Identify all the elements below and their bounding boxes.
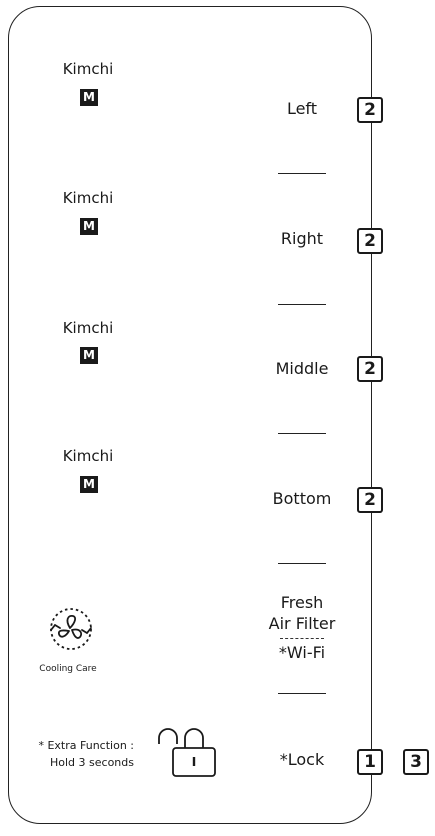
cooling-care-label: Cooling Care — [39, 664, 97, 674]
lock-button[interactable] — [152, 726, 222, 782]
extra-function-note-line2: Hold 3 seconds — [50, 756, 134, 769]
zone-left-mode-label: Kimchi — [62, 60, 114, 78]
divider — [278, 304, 326, 305]
lock-indicator-1: 1 — [357, 749, 383, 775]
divider — [278, 173, 326, 174]
zone-bottom-button[interactable]: Bottom — [272, 489, 332, 508]
zone-middle-level-indicator: 2 — [357, 356, 383, 382]
zone-right-mode-badge: M — [80, 218, 98, 235]
zone-bottom-mode-label: Kimchi — [62, 447, 114, 465]
dotted-separator — [280, 638, 324, 639]
air-filter-label-line2[interactable]: Air Filter — [268, 614, 336, 633]
zone-bottom-level-indicator: 2 — [357, 487, 383, 513]
zone-left-level-indicator: 2 — [357, 97, 383, 123]
control-panel — [8, 6, 372, 824]
padlock-open-icon — [158, 728, 216, 777]
air-filter-label-line1[interactable]: Fresh — [280, 593, 324, 612]
zone-left-mode-badge: M — [80, 89, 98, 106]
zone-right-mode-label: Kimchi — [62, 189, 114, 207]
lock-indicator-3: 3 — [403, 749, 429, 775]
fan-arrows-icon — [50, 608, 92, 650]
zone-right-button[interactable]: Right — [280, 229, 324, 248]
lock-label[interactable]: *Lock — [279, 750, 325, 769]
extra-function-note-line1: * Extra Function : — [38, 739, 134, 752]
zone-middle-mode-label: Kimchi — [62, 319, 114, 337]
zone-left-button[interactable]: Left — [286, 99, 318, 118]
zone-right-level-indicator: 2 — [357, 228, 383, 254]
cooling-care-button[interactable] — [43, 603, 99, 659]
zone-middle-mode-badge: M — [80, 347, 98, 364]
zone-bottom-mode-badge: M — [80, 476, 98, 493]
divider — [278, 433, 326, 434]
zone-middle-button[interactable]: Middle — [275, 359, 329, 378]
divider — [278, 563, 326, 564]
wifi-label[interactable]: *Wi-Fi — [278, 643, 326, 662]
divider — [278, 693, 326, 694]
